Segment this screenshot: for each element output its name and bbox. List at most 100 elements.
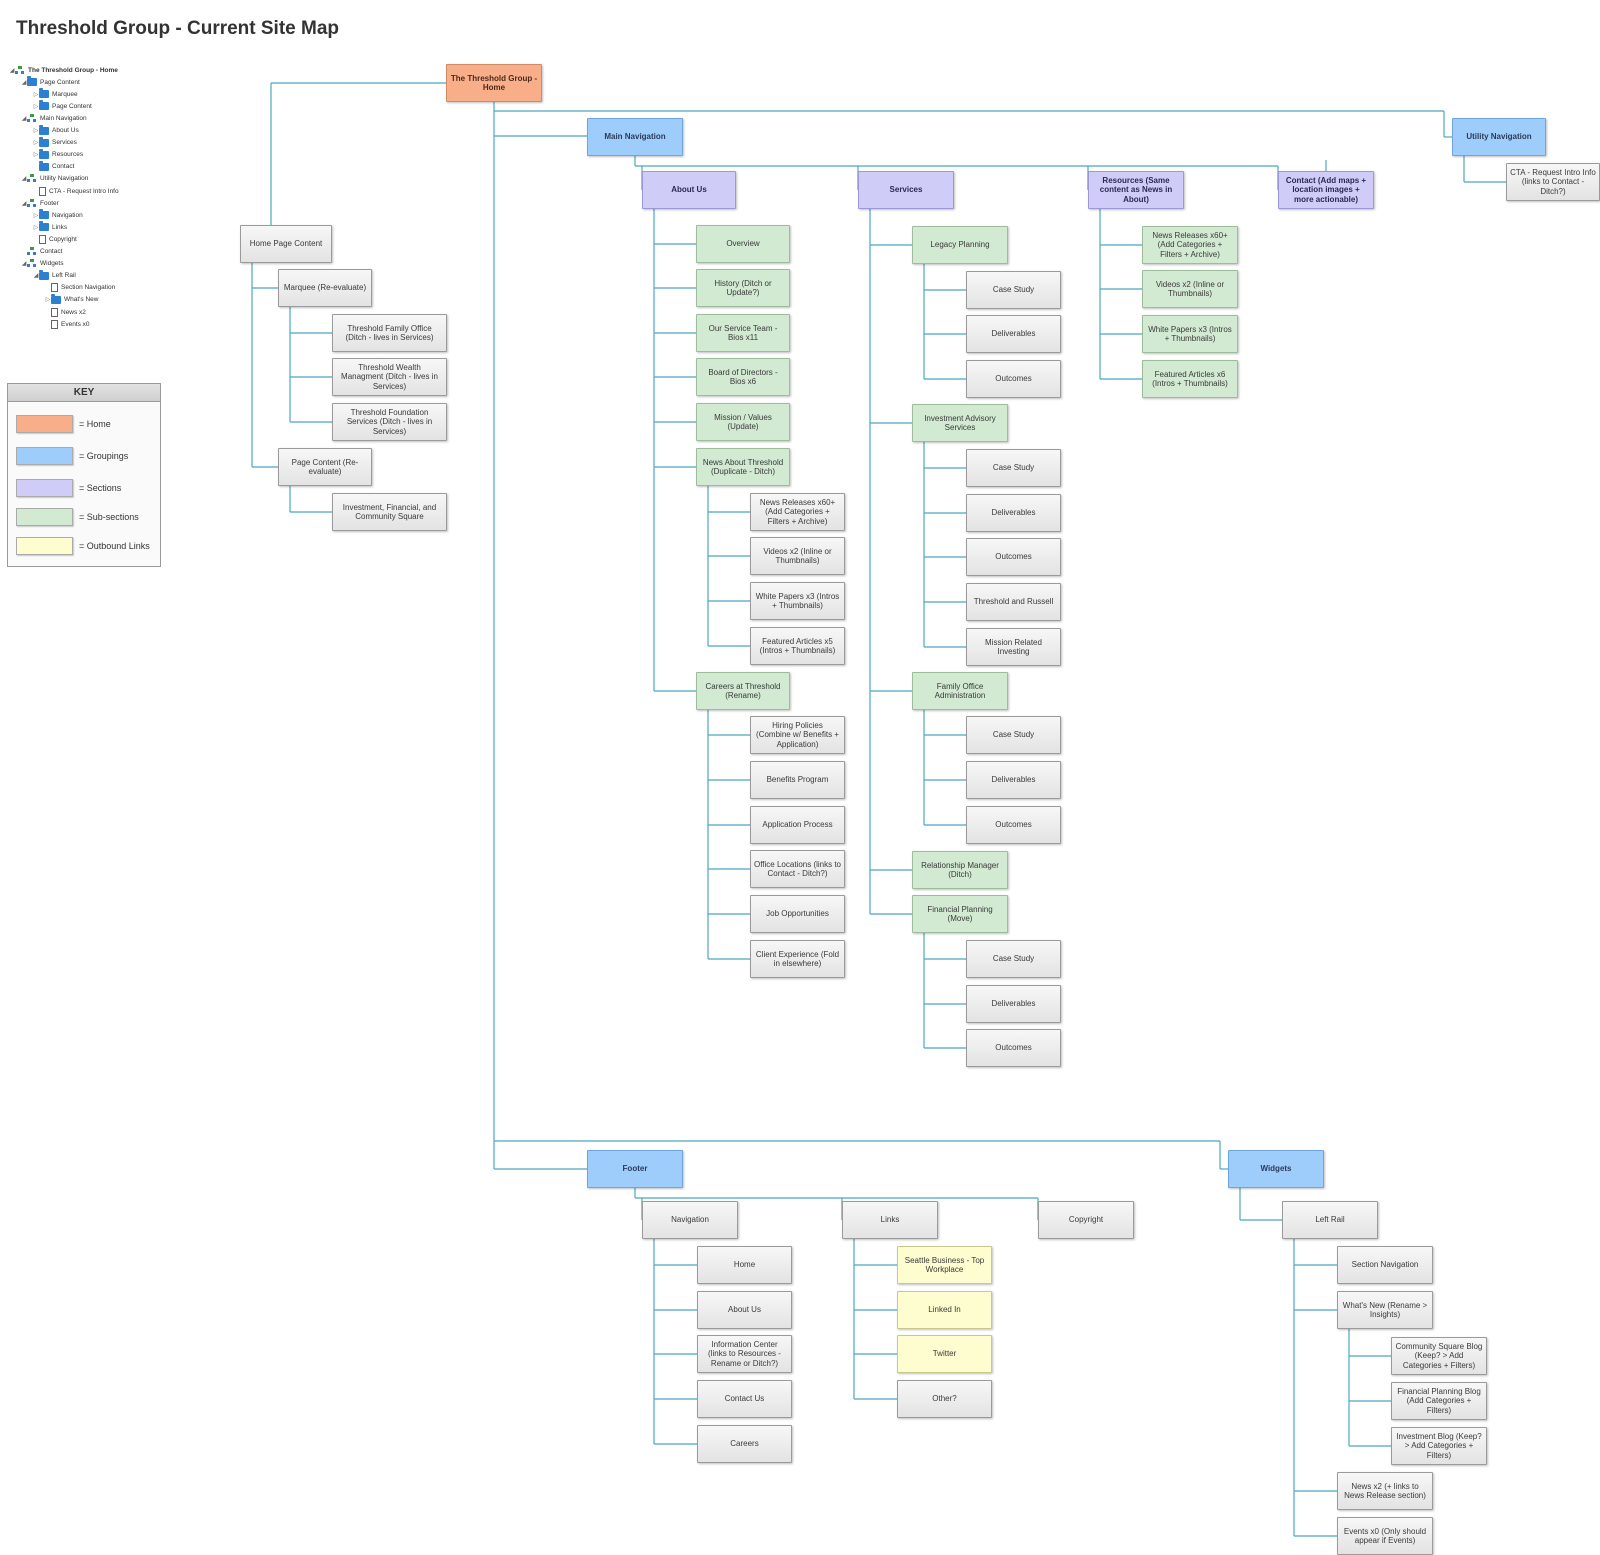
node-r-videos[interactable]: Videos x2 (Inline or Thumbnails) [1142, 270, 1238, 308]
node-contact[interactable]: Contact (Add maps + location images + mo… [1278, 171, 1374, 209]
triangle-right-icon[interactable]: ▷ [33, 103, 39, 110]
node-ias-russell[interactable]: Threshold and Russell [966, 583, 1061, 621]
node-tfo[interactable]: Threshold Family Office (Ditch - lives i… [332, 314, 447, 352]
node-f-links[interactable]: Links [842, 1201, 938, 1239]
outline-item[interactable]: ◢The Threshold Group - Home [9, 64, 118, 76]
triangle-right-icon[interactable]: ▷ [33, 128, 39, 134]
node-fp-case[interactable]: Case Study [966, 940, 1061, 978]
triangle-right-icon[interactable]: ▷ [33, 212, 39, 219]
outline-item[interactable]: Contact [21, 246, 62, 258]
triangle-right-icon[interactable]: ▷ [33, 224, 39, 231]
node-homepage-content[interactable]: Home Page Content [240, 225, 332, 263]
node-footer[interactable]: Footer [587, 1150, 683, 1188]
node-resources[interactable]: Resources (Same content as News in About… [1088, 171, 1184, 209]
node-foa-deliv[interactable]: Deliverables [966, 761, 1061, 799]
node-whats-new[interactable]: What's New (Rename > Insights) [1337, 1291, 1433, 1329]
node-service-team[interactable]: Our Service Team - Bios x11 [696, 314, 790, 352]
outline-item[interactable]: ◢Utility Navigation [21, 173, 88, 185]
node-fin-plan[interactable]: Financial Planning (Move) [912, 895, 1008, 933]
node-application[interactable]: Application Process [750, 806, 845, 844]
node-main-nav[interactable]: Main Navigation [587, 118, 683, 156]
node-fn-info[interactable]: Information Center (links to Resources -… [697, 1335, 792, 1373]
outline-item[interactable]: ▷Page Content [33, 100, 92, 112]
node-tfs[interactable]: Threshold Foundation Services (Ditch - l… [332, 403, 447, 441]
node-job-opps[interactable]: Job Opportunities [750, 895, 845, 933]
triangle-down-icon[interactable]: ◢ [21, 200, 27, 207]
node-ias-case[interactable]: Case Study [966, 449, 1061, 487]
node-home[interactable]: The Threshold Group - Home [446, 64, 542, 102]
node-section-nav[interactable]: Section Navigation [1337, 1246, 1433, 1284]
node-careers[interactable]: Careers at Threshold (Rename) [696, 672, 790, 710]
outline-item[interactable]: ▷Marquee [33, 88, 78, 100]
triangle-down-icon[interactable]: ◢ [21, 261, 27, 268]
outline-item[interactable]: ▷What's New [45, 293, 98, 306]
node-marquee[interactable]: Marquee (Re-evaluate) [278, 269, 372, 307]
node-ias-deliv[interactable]: Deliverables [966, 494, 1061, 532]
node-about[interactable]: About Us [642, 171, 736, 209]
outline-item[interactable]: ◢Left Rail [33, 269, 76, 282]
node-fn-contact[interactable]: Contact Us [697, 1380, 792, 1418]
triangle-down-icon[interactable]: ◢ [9, 67, 15, 74]
outline-item[interactable]: ▷About Us [33, 124, 79, 137]
node-cs-blog[interactable]: Community Square Blog (Keep? > Add Categ… [1391, 1337, 1487, 1375]
triangle-down-icon[interactable]: ◢ [33, 273, 39, 280]
outline-item[interactable]: News x2 [45, 306, 86, 318]
node-r-news-releases[interactable]: News Releases x60+ (Add Categories + Fil… [1142, 226, 1238, 264]
node-hiring[interactable]: Hiring Policies (Combine w/ Benefits + A… [750, 716, 845, 754]
node-a-white-papers[interactable]: White Papers x3 (Intros + Thumbnails) [750, 582, 845, 620]
node-ias[interactable]: Investment Advisory Services [912, 404, 1008, 442]
node-benefits[interactable]: Benefits Program [750, 761, 845, 799]
triangle-down-icon[interactable]: ◢ [21, 176, 27, 183]
outline-item[interactable]: ◢Footer [21, 197, 59, 209]
node-f-nav[interactable]: Navigation [642, 1201, 738, 1239]
node-fn-home[interactable]: Home [697, 1246, 792, 1284]
outline-item[interactable]: Contact [33, 160, 74, 173]
outline-item[interactable]: ◢Main Navigation [21, 112, 87, 124]
node-fp-out[interactable]: Outcomes [966, 1029, 1061, 1067]
node-legacy[interactable]: Legacy Planning [912, 226, 1008, 264]
node-fp-blog[interactable]: Financial Planning Blog (Add Categories … [1391, 1382, 1487, 1420]
node-inv-blog[interactable]: Investment Blog (Keep? > Add Categories … [1391, 1427, 1487, 1465]
node-widgets[interactable]: Widgets [1228, 1150, 1324, 1188]
node-office-locations[interactable]: Office Locations (links to Contact - Dit… [750, 850, 845, 888]
node-r-white-papers[interactable]: White Papers x3 (Intros + Thumbnails) [1142, 315, 1238, 353]
node-cta[interactable]: CTA - Request Intro Info (links to Conta… [1506, 163, 1600, 201]
node-foa[interactable]: Family Office Administration [912, 672, 1008, 710]
node-a-videos[interactable]: Videos x2 (Inline or Thumbnails) [750, 537, 845, 575]
node-rel-mgr[interactable]: Relationship Manager (Ditch) [912, 851, 1008, 889]
outline-item[interactable]: ▷Navigation [33, 209, 83, 221]
node-left-rail[interactable]: Left Rail [1282, 1201, 1378, 1239]
triangle-down-icon[interactable]: ◢ [21, 115, 27, 122]
node-utility-nav[interactable]: Utility Navigation [1452, 118, 1546, 156]
outline-item[interactable]: ▷Services [33, 136, 77, 149]
node-overview[interactable]: Overview [696, 225, 790, 263]
node-ias-mri[interactable]: Mission Related Investing [966, 628, 1061, 666]
node-lp-out[interactable]: Outcomes [966, 360, 1061, 398]
node-fn-careers[interactable]: Careers [697, 1425, 792, 1463]
outline-item[interactable]: Copyright [33, 233, 77, 245]
triangle-right-icon[interactable]: ▷ [33, 91, 39, 98]
node-foa-out[interactable]: Outcomes [966, 806, 1061, 844]
node-foa-case[interactable]: Case Study [966, 716, 1061, 754]
outline-item[interactable]: ▷Resources [33, 148, 83, 161]
outline-item[interactable]: Section Navigation [45, 282, 115, 294]
node-lp-case[interactable]: Case Study [966, 271, 1061, 309]
triangle-right-icon[interactable]: ▷ [45, 297, 51, 304]
node-fl-seattle[interactable]: Seattle Business - Top Workplace [897, 1246, 992, 1284]
node-mission[interactable]: Mission / Values (Update) [696, 403, 790, 441]
outline-item[interactable]: ◢Page Content [21, 76, 80, 88]
node-lp-deliv[interactable]: Deliverables [966, 315, 1061, 353]
node-fl-linkedin[interactable]: Linked In [897, 1291, 992, 1329]
triangle-down-icon[interactable]: ◢ [21, 79, 27, 86]
node-events-x0[interactable]: Events x0 (Only should appear if Events) [1337, 1517, 1433, 1555]
node-page-content[interactable]: Page Content (Re-evaluate) [278, 448, 372, 486]
node-ifcs[interactable]: Investment, Financial, and Community Squ… [332, 493, 447, 531]
outline-item[interactable]: ▷Links [33, 221, 67, 233]
node-fn-about[interactable]: About Us [697, 1291, 792, 1329]
node-fl-other[interactable]: Other? [897, 1380, 992, 1418]
outline-item[interactable]: CTA - Request Intro Info [33, 185, 119, 197]
outline-item[interactable]: Events x0 [45, 318, 90, 330]
node-twm[interactable]: Threshold Wealth Managment (Ditch - live… [332, 358, 447, 396]
node-r-featured[interactable]: Featured Articles x6 (Intros + Thumbnail… [1142, 360, 1238, 398]
node-history[interactable]: History (Ditch or Update?) [696, 269, 790, 307]
